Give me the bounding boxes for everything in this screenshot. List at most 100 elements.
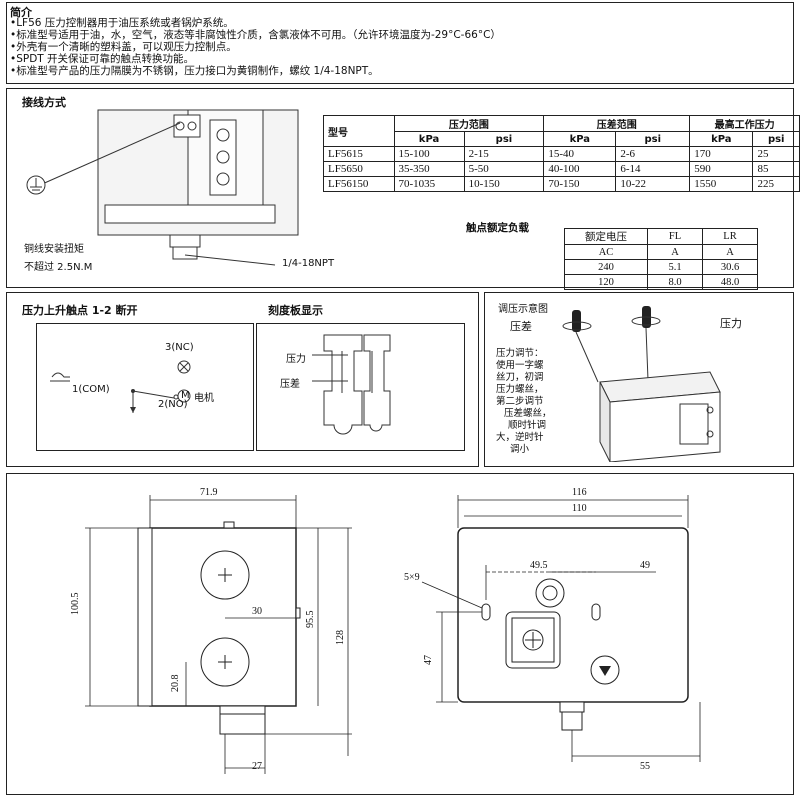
scale-diagram (312, 334, 391, 435)
table-cell: 590 (689, 161, 754, 177)
dim-30: 30 (252, 606, 262, 617)
table-row: 240 5.1 30.6 (564, 259, 758, 275)
intro-list: •LF56 压力控制器用于油压系统或者锅炉系统。 •标准型号适用于油，水，空气，… (10, 17, 501, 77)
spec-header-diff: 压差范围 (543, 115, 691, 132)
nc-label: 3(NC) (165, 342, 194, 353)
spec-header-model: 型号 (323, 115, 395, 147)
note-line: 压力螺丝， (496, 384, 544, 395)
scale-title: 刻度板显示 (268, 304, 323, 317)
spec-unit: psi (463, 131, 545, 147)
dim-slot-5x9: 5×9 (404, 572, 420, 583)
adjust-diff-label: 压差 (510, 320, 532, 333)
table-header: FL (647, 228, 703, 245)
dim-55: 55 (640, 761, 650, 772)
dim-100-5: 100.5 (70, 592, 81, 616)
table-cell: 40-100 (543, 161, 617, 177)
dim-116: 116 (572, 487, 587, 498)
spec-unit: kPa (393, 131, 465, 147)
table-cell: LF56150 (323, 176, 395, 192)
dim-110: 110 (572, 503, 587, 514)
table-header: A (647, 244, 703, 260)
table-row: LF56150 70-1035 10-150 70-150 10-22 1550… (323, 176, 800, 192)
scale-diagram-box (256, 323, 465, 451)
dim-47: 47 (423, 655, 434, 665)
table-cell: 70-150 (543, 176, 617, 192)
table-cell: 10-150 (463, 176, 545, 192)
rear-view-drawing (421, 495, 701, 762)
dim-27: 27 (252, 761, 262, 772)
note-line: 顺时针调 (508, 420, 547, 431)
no-label: 2(NO) (158, 399, 188, 410)
front-view-drawing (85, 495, 352, 774)
scale-diff-label: 压差 (280, 379, 300, 390)
dimensions-panel (6, 473, 794, 795)
table-cell: 15-40 (543, 146, 617, 162)
note-line: 第二步调节 (496, 396, 544, 407)
intro-line: •外壳有一个清晰的塑料盖，可以观压力控制点。 (10, 41, 237, 53)
table-row: LF5615 15-100 2-15 15-40 2-6 170 25 (323, 146, 800, 162)
spec-unit: psi (615, 131, 691, 147)
table-header: LR (702, 228, 758, 245)
table-cell: 225 (752, 176, 800, 192)
table-cell: 2-15 (463, 146, 545, 162)
table-cell: LF5615 (323, 146, 395, 162)
table-cell: 5.1 (647, 259, 703, 275)
intro-line: •LF56 压力控制器用于油压系统或者锅炉系统。 (10, 17, 234, 29)
table-cell: 10-22 (615, 176, 691, 192)
table-cell: 120 (564, 274, 648, 290)
thread-label: 1/4-18NPT (282, 258, 335, 269)
table-cell: 170 (689, 146, 754, 162)
contact-diagram-box (36, 323, 254, 451)
note-line: 丝刀，初调 (496, 372, 544, 383)
note-line: 使用一字螺 (496, 360, 544, 371)
torque-label: 铜线安装扭矩 (24, 244, 84, 255)
note-line: 压力调节： (496, 348, 544, 359)
contact-rating-title: 触点额定负载 (466, 222, 529, 234)
com-label: 1(COM) (72, 384, 110, 395)
torque-value: 不超过 2.5N.M (24, 262, 93, 273)
table-cell: 2-6 (615, 146, 691, 162)
dim-95-5: 95.5 (305, 610, 316, 629)
contact-title: 压力上升触点 1-2 断开 (22, 304, 138, 317)
note-line: 调小 (510, 444, 530, 455)
contact-panel (6, 292, 479, 467)
adjust-note: 压力调节： 使用一字螺 丝刀，初调 压力螺丝， 第二步调节 压差螺丝， 顺时针调… (496, 348, 552, 456)
table-cell: 35-350 (393, 161, 465, 177)
wiring-diagram (26, 109, 299, 266)
table-row: LF5650 35-350 5-50 40-100 6-14 590 85 (323, 161, 800, 177)
table-cell: LF5650 (323, 161, 395, 177)
table-cell: 85 (752, 161, 800, 177)
dim-49-5: 49.5 (530, 560, 548, 571)
adjust-diagram (562, 306, 721, 462)
table-cell: 15-100 (393, 146, 465, 162)
wiring-title: 接线方式 (22, 96, 66, 109)
table-cell: 6-14 (615, 161, 691, 177)
table-cell: 48.0 (702, 274, 758, 290)
note-line: 压差螺丝， (504, 408, 552, 419)
intro-panel (6, 2, 794, 84)
table-cell: 5-50 (463, 161, 545, 177)
intro-title: 简介 (10, 6, 32, 19)
table-header: 额定电压 (564, 228, 648, 245)
table-cell: 30.6 (702, 259, 758, 275)
adjust-pressure-label: 压力 (720, 317, 742, 330)
intro-line: •标准型号适用于油，水，空气，液态等非腐蚀性介质，含氯液体不可用。（允许环境温度… (10, 29, 501, 41)
intro-line: •SPDT 开关保证可靠的触点转换功能。 (10, 53, 195, 65)
dim-71-9: 71.9 (200, 487, 218, 498)
spec-header-pressure: 压力范围 (393, 115, 545, 132)
table-header: A (702, 244, 758, 260)
motor-label: 电机 (194, 393, 214, 404)
table-header: AC (564, 244, 648, 260)
table-cell: 70-1035 (393, 176, 465, 192)
motor-symbol: M (181, 390, 190, 401)
table-cell: 240 (564, 259, 648, 275)
spec-unit: kPa (689, 131, 754, 147)
contact-rating-table: 额定电压 FL LR AC A A 240 5.1 30.6 120 8.0 4… (564, 228, 758, 290)
spec-table: 型号 压力范围 压差范围 最高工作压力 kPa psi kPa psi kPa … (323, 115, 800, 192)
dim-49: 49 (640, 560, 650, 571)
spec-unit: kPa (543, 131, 617, 147)
contact-diagram (50, 360, 191, 413)
table-cell: 25 (752, 146, 800, 162)
table-row: 120 8.0 48.0 (564, 274, 758, 290)
spec-unit: psi (752, 131, 800, 147)
